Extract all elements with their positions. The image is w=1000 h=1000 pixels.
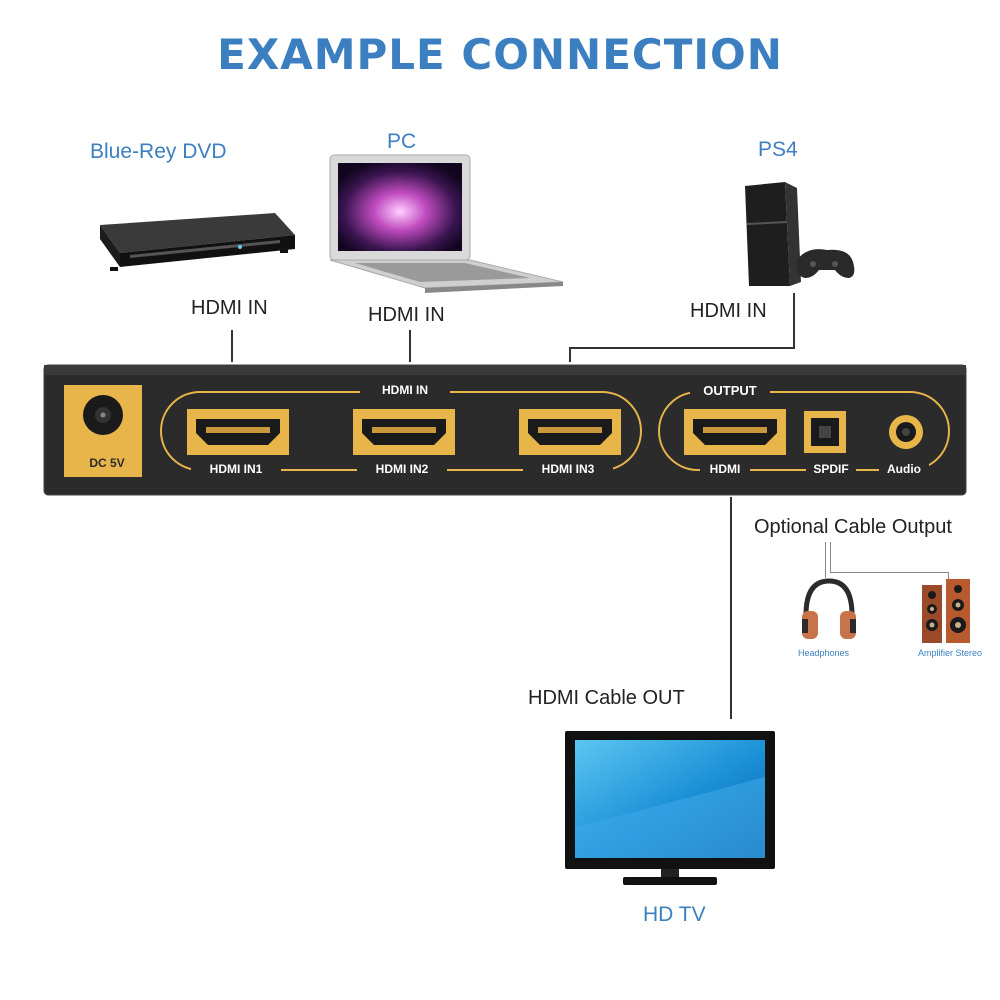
optional-line-2 (830, 542, 831, 572)
tv-icon (565, 731, 775, 885)
pc-connector-line (409, 330, 411, 362)
hd-tv-label: HD TV (643, 903, 706, 926)
dvd-connector-line (231, 330, 233, 362)
hdmi-out-label: HDMI (700, 462, 750, 476)
optional-line-1 (825, 542, 826, 578)
hdmi-in2-label: HDMI IN2 (357, 462, 447, 476)
laptop-icon (329, 154, 564, 293)
page-title: EXAMPLE CONNECTION (217, 30, 783, 79)
optional-line-4 (948, 572, 949, 580)
ps4-label: PS4 (758, 138, 798, 161)
pc-label: PC (387, 130, 417, 153)
audio-label: Audio (879, 462, 929, 476)
headphones-icon (802, 578, 856, 639)
ps4-port-label: HDMI IN (690, 300, 767, 322)
pc-port-label: HDMI IN (368, 304, 445, 326)
dvd-label: Blue-Rey DVD (90, 140, 227, 163)
optional-line-3 (830, 572, 948, 573)
ps4-connector-line-h (569, 347, 795, 349)
headphones-label: Headphones (798, 648, 850, 658)
hdmi-in1-label: HDMI IN1 (191, 462, 281, 476)
ps4-connector-line-drop (569, 347, 571, 362)
speakers-label: Amplifier Stereo (918, 648, 983, 658)
speakers-icon (922, 579, 970, 643)
dvd-port-label: HDMI IN (191, 297, 268, 319)
dvd-player-icon (100, 213, 295, 271)
hdmi-in3-label: HDMI IN3 (523, 462, 613, 476)
hdmi-cable-out-label: HDMI Cable OUT (528, 687, 685, 709)
output-group-label: OUTPUT (690, 383, 770, 398)
hdmi-in-group-label: HDMI IN (360, 383, 450, 397)
power-label: DC 5V (89, 456, 125, 470)
optional-output-label: Optional Cable Output (754, 516, 952, 538)
spdif-label: SPDIF (806, 462, 856, 476)
game-console-icon (745, 182, 855, 286)
ps4-connector-line-v (793, 293, 795, 349)
tv-connector-line (730, 497, 732, 719)
